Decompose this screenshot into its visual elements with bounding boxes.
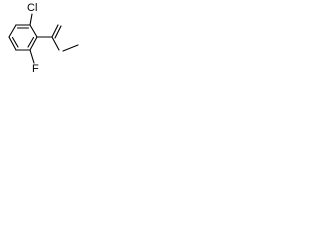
chlorine-label: Cl bbox=[27, 2, 38, 14]
bond-ring-inner-3 bbox=[11, 36, 19, 48]
bond-ring-inner-2 bbox=[27, 36, 35, 48]
bond-carbonyl-inner bbox=[54, 25, 62, 39]
bond-ring-upper-left bbox=[8, 24, 17, 38]
bond-ring-lower-right bbox=[29, 36, 38, 51]
fluorine-label: F bbox=[32, 63, 39, 75]
structure-canvas: Cl F bbox=[0, 0, 95, 80]
bond-chlorine bbox=[29, 13, 33, 26]
bond-fluorine bbox=[29, 49, 35, 64]
bond-carbonyl-outer bbox=[51, 24, 59, 38]
bond-ring-upper-right bbox=[29, 24, 38, 38]
bond-ester-oxygen bbox=[51, 36, 60, 51]
molecule-structure bbox=[8, 13, 79, 64]
bond-oxygen-methyl bbox=[62, 44, 79, 52]
bond-ring-lower-left bbox=[8, 36, 17, 51]
